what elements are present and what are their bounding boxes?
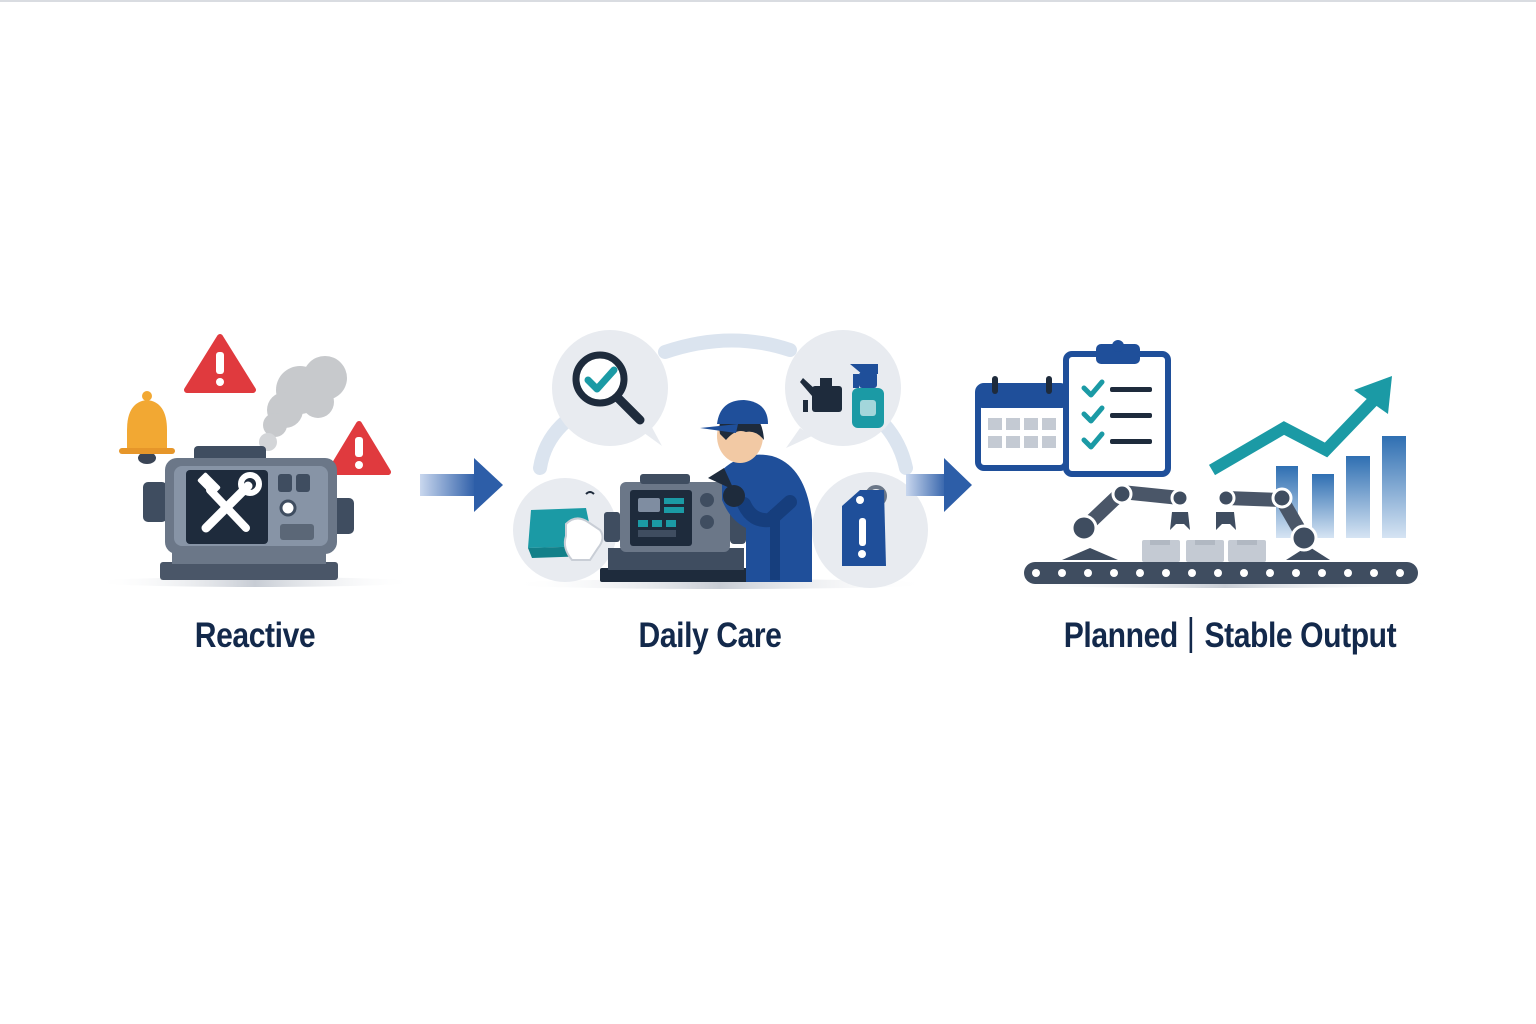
planned-stage <box>975 340 1440 588</box>
cleaning-cloth-icon <box>513 478 617 582</box>
warning-icon <box>327 421 391 475</box>
stage-label-daily-care: Daily Care <box>581 616 839 666</box>
tag-alert-icon <box>812 472 928 588</box>
robot-arm-icon <box>1216 487 1330 560</box>
spray-bottle-icon <box>850 364 884 428</box>
clipboard-checklist-icon <box>1063 340 1171 477</box>
bar-chart-icon <box>1276 436 1406 538</box>
product-boxes <box>1142 540 1266 562</box>
stage-label-text: Daily Care <box>638 616 782 655</box>
warning-icon <box>184 334 256 393</box>
broken-machine-icon <box>143 446 354 580</box>
stage-label-text: Reactive <box>194 616 316 655</box>
conveyor-belt-icon <box>1024 562 1418 584</box>
stage-label-planned: Planned Stable Output <box>1015 616 1445 666</box>
oil-spray-bubble <box>785 330 901 448</box>
smoke-cloud-icon <box>259 356 347 451</box>
wrench-hammer-icon <box>197 472 262 533</box>
oil-can-icon <box>800 378 842 412</box>
stage-label-planned-text: Planned <box>1063 616 1178 655</box>
daily-care-stage <box>510 330 930 589</box>
calendar-icon <box>975 376 1069 471</box>
magnifier-check-icon <box>552 330 668 446</box>
robot-arm-icon <box>1062 483 1190 560</box>
trend-arrow-icon <box>1208 376 1392 476</box>
top-divider <box>0 0 1536 2</box>
bell-icon <box>119 391 175 464</box>
flow-arrow-1 <box>420 458 503 512</box>
flow-arrow-2 <box>906 458 972 512</box>
label-separator <box>1189 617 1193 653</box>
stage-label-stable-output-text: Stable Output <box>1204 616 1397 655</box>
technician-icon <box>700 400 812 582</box>
reactive-stage <box>95 334 415 587</box>
stage-label-reactive: Reactive <box>126 616 384 666</box>
